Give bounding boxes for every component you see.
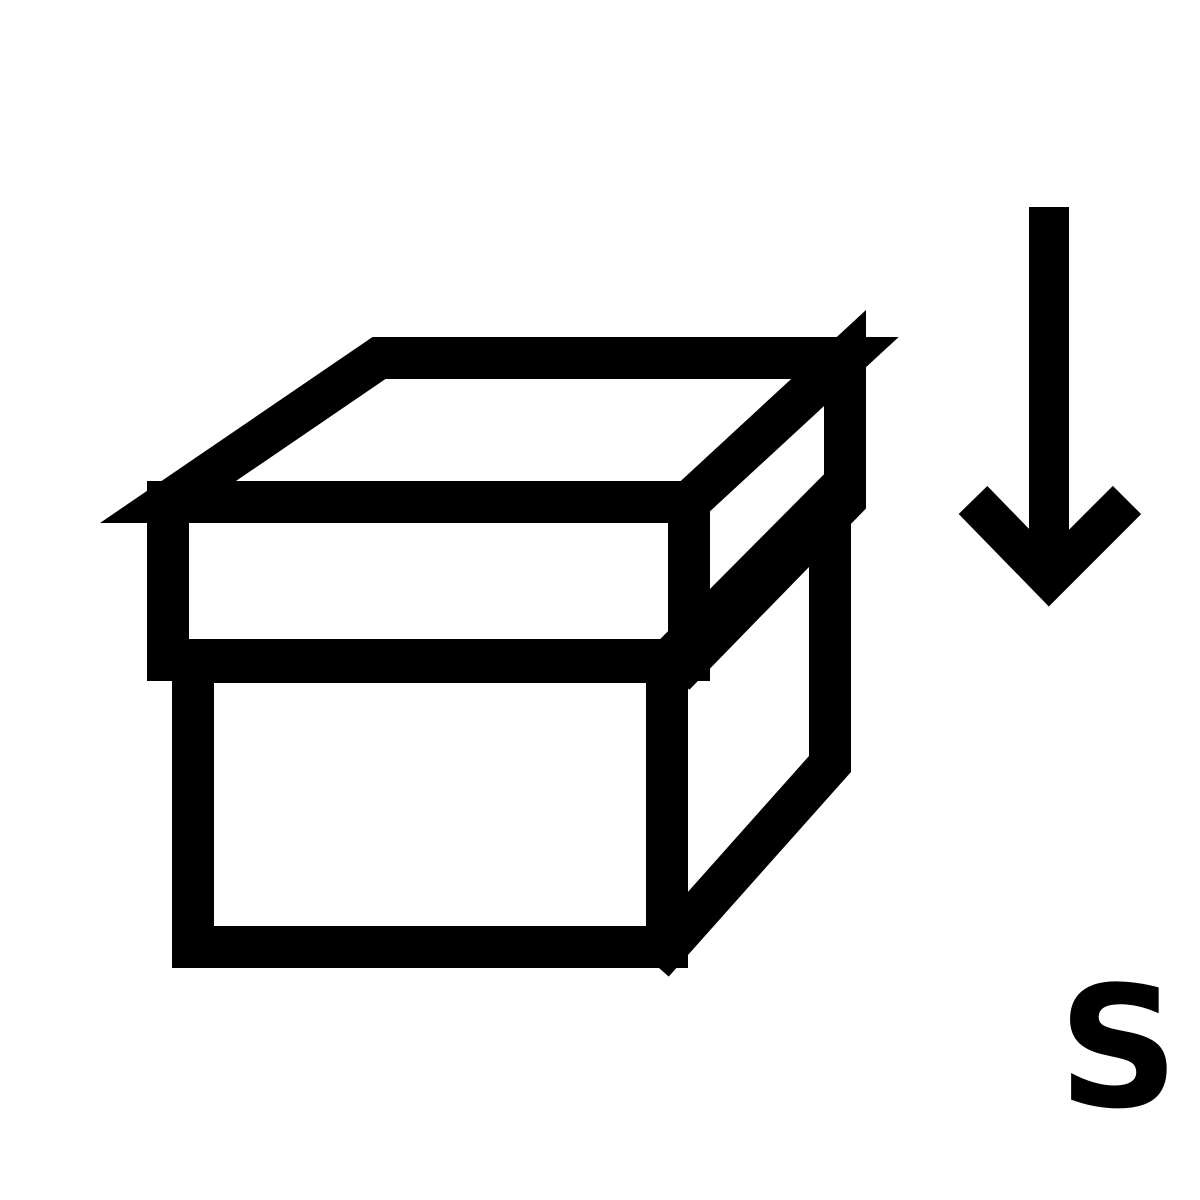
box-with-lid-icon — [99, 310, 899, 977]
letter-label: S — [1058, 950, 1179, 1146]
lid-side — [659, 310, 866, 690]
arrow-down-icon — [958, 207, 1142, 607]
box-body-front — [172, 641, 688, 968]
lid-front — [147, 481, 710, 681]
arrow-head — [958, 485, 1142, 607]
